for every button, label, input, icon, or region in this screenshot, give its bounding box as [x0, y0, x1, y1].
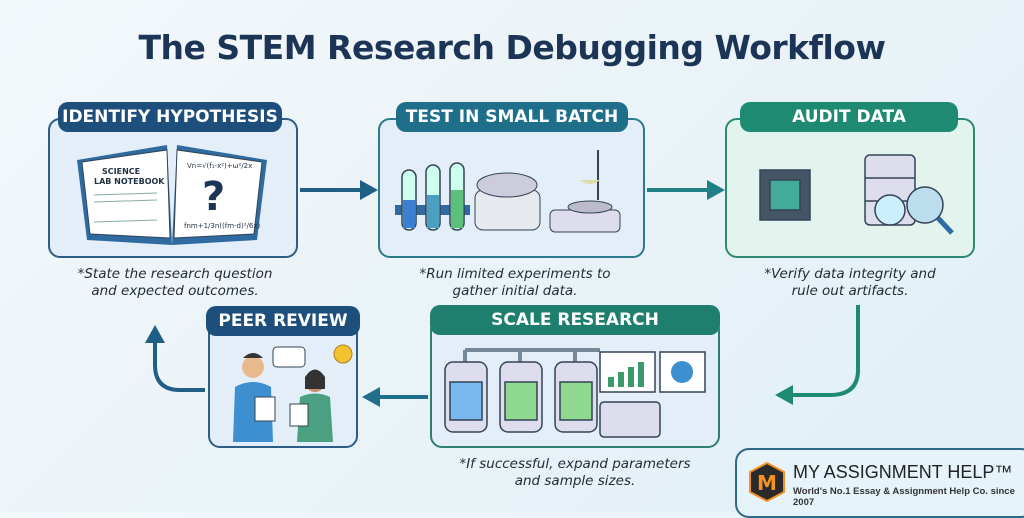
caption-line: *Verify data integrity and	[764, 266, 936, 282]
step-peer-review-card	[208, 318, 358, 448]
notebook-icon: SCIENCE LAB NOTEBOOK ? Vn=√(f₁-x²)+ω²/2x…	[77, 145, 267, 245]
reviewers-icon	[233, 344, 353, 442]
brand-tagline: World's No.1 Essay & Assignment Help Co.…	[793, 486, 1015, 508]
arrow-4-1	[153, 335, 205, 392]
caption-line: rule out artifacts.	[791, 283, 909, 299]
brand-hexagon-icon: M	[749, 462, 785, 502]
step-label: IDENTIFY HYPOTHESIS	[58, 102, 282, 132]
step-label: PEER REVIEW	[206, 306, 360, 336]
caption-line: *If successful, expand parameters	[459, 456, 691, 472]
bioreactors-dashboard-icon	[444, 348, 706, 438]
caption-line: *State the research question	[77, 266, 273, 282]
step-label: AUDIT DATA	[740, 102, 958, 132]
brand-name: MY ASSIGNMENT HELP™	[793, 462, 1013, 482]
step-label: SCALE RESEARCH	[430, 305, 720, 335]
arrow-3-5	[785, 305, 860, 397]
svg-text:LAB NOTEBOOK: LAB NOTEBOOK	[94, 177, 165, 186]
page-title: The STEM Research Debugging Workflow	[138, 28, 886, 67]
caption-line: and expected outcomes.	[91, 283, 259, 299]
step-label: TEST IN SMALL BATCH	[396, 102, 628, 132]
lab-equipment-icon	[395, 150, 621, 233]
step-audit-data-card	[725, 118, 975, 258]
svg-text:fnm+1/3n((fm-d)²/6x): fnm+1/3n((fm-d)²/6x)	[184, 222, 260, 230]
brand-logo: M MY ASSIGNMENT HELP™ World's No.1 Essay…	[735, 448, 1024, 518]
svg-text:SCIENCE: SCIENCE	[102, 167, 140, 176]
caption-line: and sample sizes.	[514, 473, 636, 489]
svg-text:Vn=√(f₁-x²)+ω²/2x: Vn=√(f₁-x²)+ω²/2x	[187, 162, 252, 170]
caption-line: gather initial data.	[452, 283, 578, 299]
caption-line: *Run limited experiments to	[419, 266, 611, 282]
svg-text:M: M	[757, 471, 777, 495]
svg-text:?: ?	[202, 174, 225, 220]
chip-server-magnifier-icon	[759, 154, 954, 235]
